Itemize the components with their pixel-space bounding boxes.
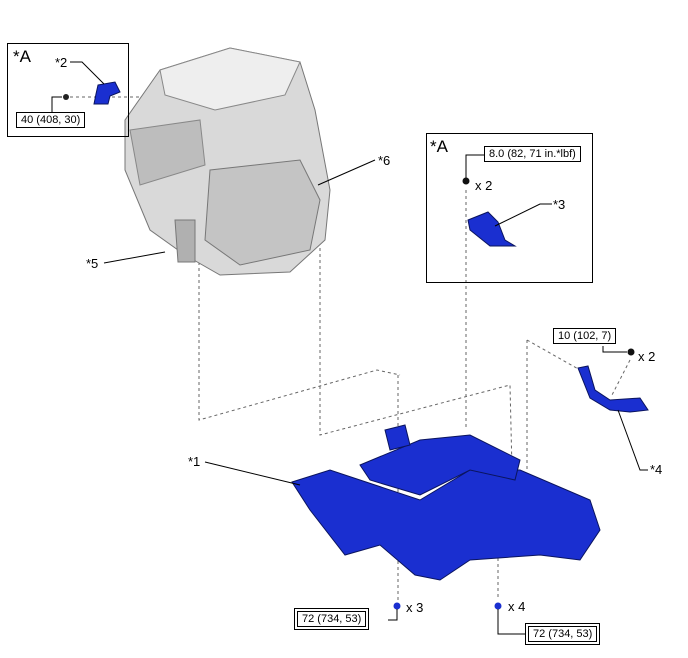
bolt-icons (63, 94, 635, 610)
part-label-2: *2 (55, 55, 68, 70)
quantity-label: x 2 (638, 349, 656, 364)
part-2-shape (93, 81, 121, 105)
part-3-shape (467, 211, 517, 247)
part-label-6: *6 (378, 153, 391, 168)
part-4-shape (577, 365, 649, 413)
quantity-label: x 2 (475, 178, 493, 193)
detail-view-label: *A (13, 47, 31, 66)
part-label-5: *5 (86, 256, 99, 271)
engine-illustration (124, 47, 331, 276)
leader-lines (51, 61, 648, 635)
detail-view-a-right (426, 133, 593, 283)
torque-spec: 40 (408, 30) (16, 112, 86, 128)
detail-view-label: *A (430, 137, 448, 156)
front-suspension-crossmember (291, 424, 601, 581)
part-label-1: *1 (188, 454, 201, 469)
torque-spec: 72 (734, 53) (293, 608, 370, 630)
torque-spec: 8.0 (82, 71 in.*lbf) (484, 146, 581, 162)
torque-spec: 72 (734, 53) (524, 623, 601, 645)
quantity-label: x 3 (406, 600, 424, 615)
quantity-label: x 4 (508, 599, 526, 614)
part-label-3: *3 (553, 197, 566, 212)
torque-spec: 10 (102, 7) (553, 328, 617, 344)
detail-view-a-top (7, 43, 129, 137)
part-label-4: *4 (650, 462, 663, 477)
